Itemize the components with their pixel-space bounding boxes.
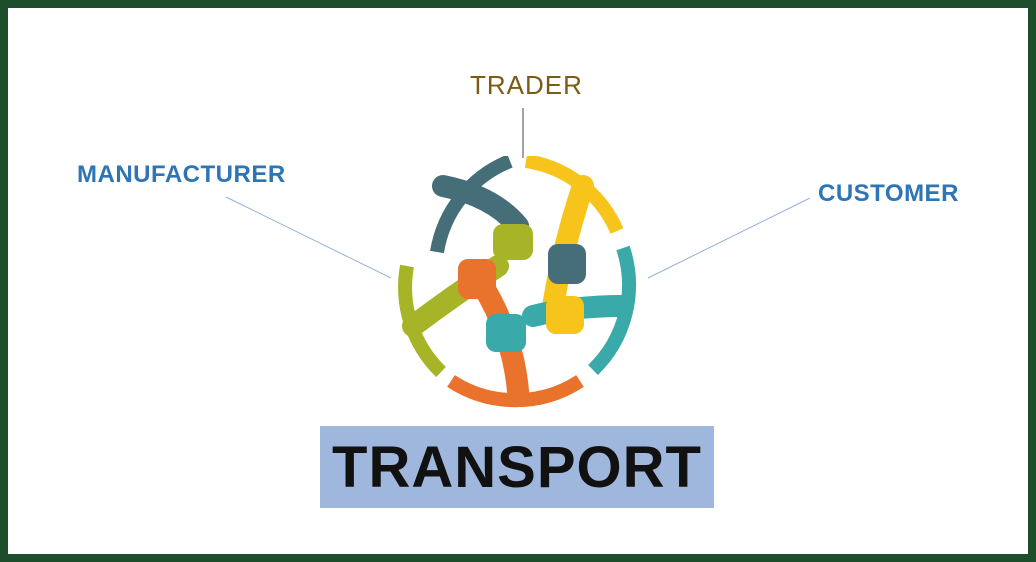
fist-teal: [486, 314, 526, 352]
customer-label: CUSTOMER: [818, 180, 959, 207]
manufacturer-label: MANUFACTURER: [77, 161, 286, 188]
customer-connector: [647, 197, 811, 279]
arm-teal-dark: [432, 175, 529, 237]
manufacturer-connector: [225, 196, 392, 279]
transport-box: TRANSPORT: [320, 426, 714, 508]
fist-olive: [493, 224, 533, 260]
connector-lines: [225, 108, 811, 279]
diagram-canvas: TRADER MANUFACTURER CUSTOMER: [8, 8, 1028, 554]
trader-label: TRADER: [470, 70, 583, 100]
joined-hands-wheel-icon: [398, 156, 636, 408]
transport-label: TRANSPORT: [332, 434, 702, 500]
fist-orange: [458, 259, 496, 299]
fist-teal-dark: [548, 244, 586, 284]
fist-yellow: [546, 296, 584, 334]
